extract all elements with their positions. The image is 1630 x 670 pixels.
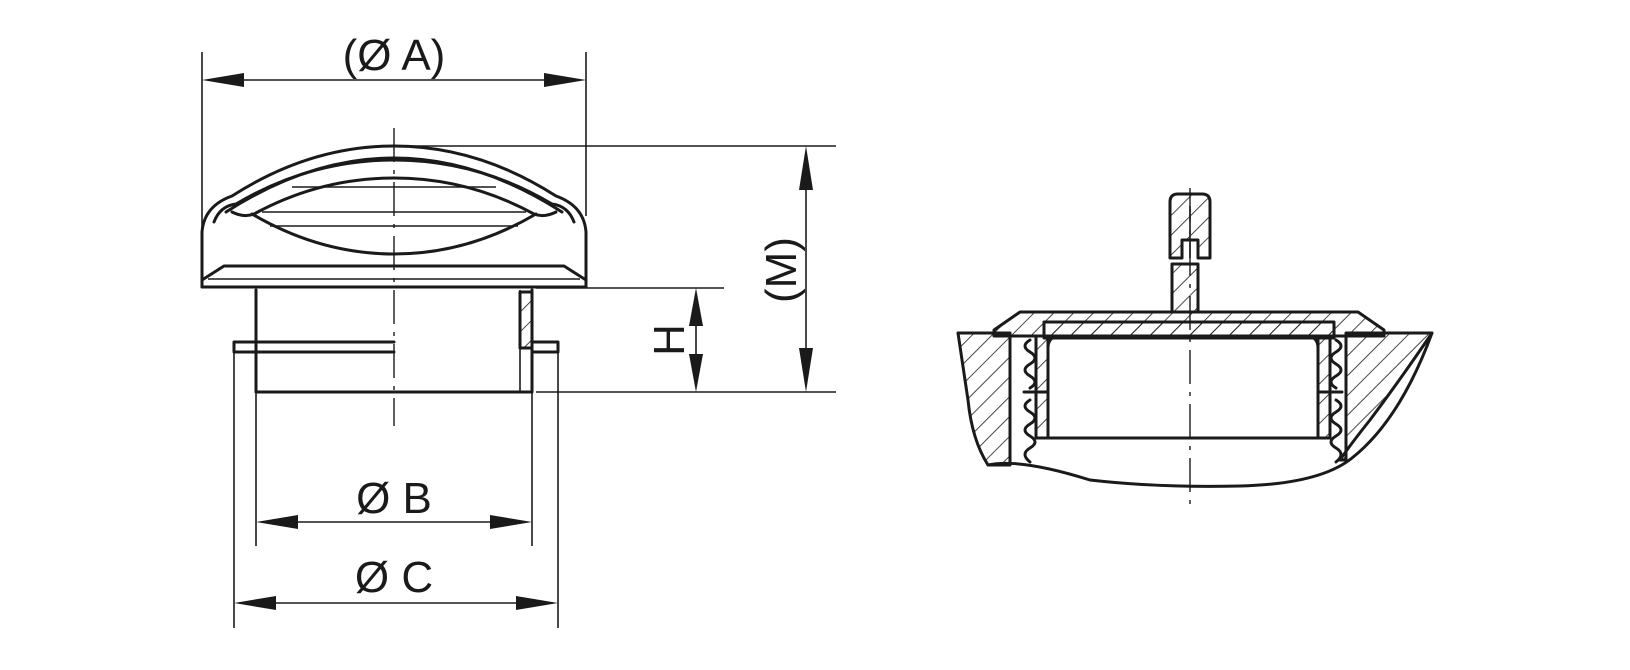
plug-side-view (200, 128, 588, 426)
base-material-right (1338, 331, 1434, 462)
left-thread (1023, 338, 1037, 464)
dimension-a: (Ø A) (201, 31, 587, 284)
shank-wall-hatch (518, 290, 534, 350)
dimension-b: Ø B (255, 392, 533, 546)
section-right-wall (1316, 334, 1332, 440)
section-stem (1170, 262, 1200, 314)
retaining-lip (232, 340, 396, 354)
dimension-h: H (536, 287, 836, 393)
section-left-wall (1034, 334, 1050, 440)
dimension-a-label: (Ø A) (343, 31, 446, 80)
dimension-b-label: Ø B (356, 474, 432, 523)
dimension-m-label: (M) (757, 237, 806, 303)
dimension-c-label: Ø C (355, 553, 433, 602)
dimension-h-label: H (645, 324, 694, 356)
break-line (986, 331, 1434, 488)
plug-section-view (956, 188, 1434, 510)
base-material (956, 331, 1012, 467)
section-cavity (1046, 334, 1320, 440)
dimension-c: Ø C (233, 352, 559, 628)
retaining-lip-right (530, 340, 560, 354)
right-thread (1329, 338, 1343, 464)
dimension-m: (M) (394, 145, 836, 392)
section-top-body (1042, 320, 1336, 340)
